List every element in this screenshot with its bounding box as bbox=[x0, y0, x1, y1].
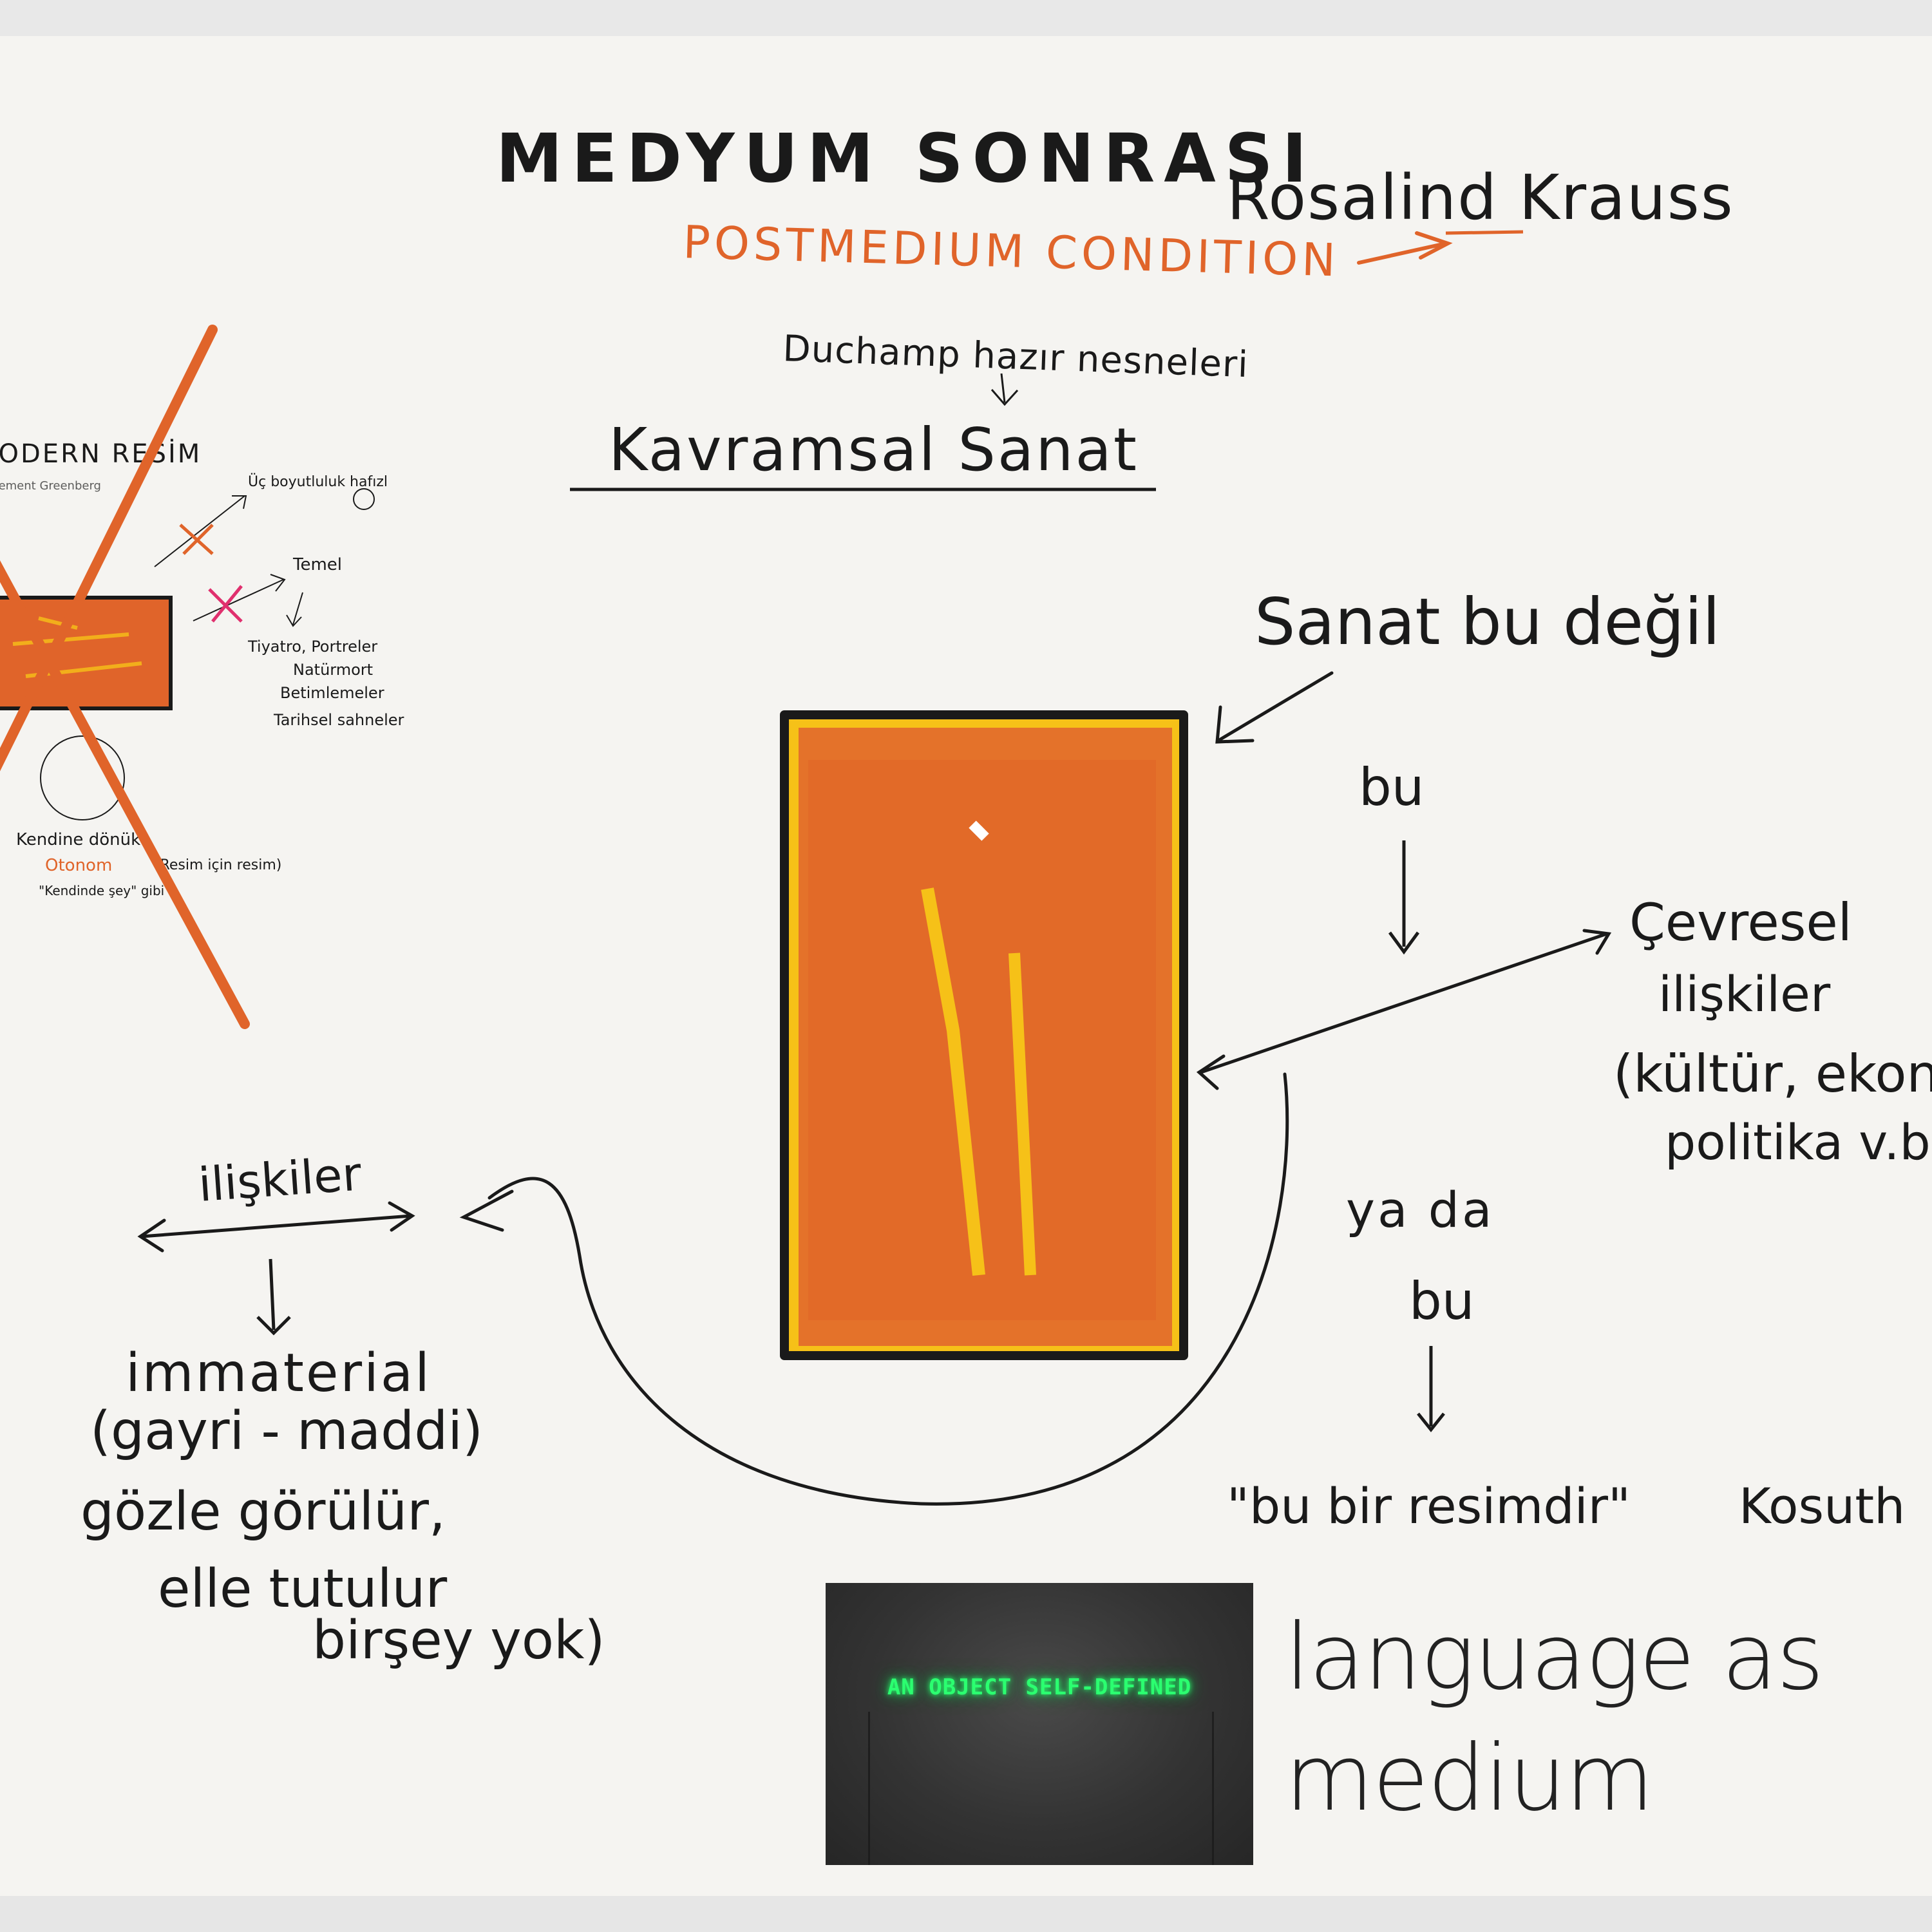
arrow-temel-down bbox=[286, 592, 303, 627]
iliskiler-label: ilişkiler bbox=[196, 1146, 363, 1211]
iliskiler-down-arrow bbox=[256, 1258, 291, 1336]
cevresel-line-1: ilişkiler bbox=[1658, 965, 1831, 1023]
immaterial-line-3: elle tutulur bbox=[158, 1558, 448, 1620]
title: MEDYUM SONRASI bbox=[496, 119, 1316, 198]
neon-wire-left bbox=[868, 1712, 870, 1865]
bu-arrow-2 bbox=[1417, 1346, 1445, 1433]
arrow-to-temel bbox=[193, 574, 286, 621]
ya-da-label: ya da bbox=[1346, 1181, 1495, 1238]
note-temel: Temel bbox=[292, 555, 342, 574]
iliskiler-double-arrow bbox=[137, 1201, 415, 1253]
cevresel-line-0: Çevresel bbox=[1629, 893, 1852, 952]
double-arrow-cevresel bbox=[1196, 929, 1612, 1090]
kosuth-name: Kosuth bbox=[1739, 1477, 1905, 1535]
list-item-1: Natürmort bbox=[293, 661, 373, 679]
bu-arrow-1 bbox=[1388, 840, 1420, 955]
subject-list: Tiyatro, Portreler Natürmort Betimlemele… bbox=[247, 638, 404, 729]
neon-wire-right bbox=[1212, 1712, 1214, 1865]
duchamp-arrow bbox=[990, 373, 1019, 406]
greenberg-label: Clement Greenberg bbox=[0, 479, 101, 493]
kendinde-sey-quote: "Kendinde şey" gibi bbox=[39, 883, 164, 898]
language-as-medium: language as medium bbox=[1285, 1597, 1824, 1839]
modern-resim-heading: MODERN RESİM bbox=[0, 438, 202, 469]
bottom-bar bbox=[0, 1896, 1932, 1932]
immaterial-line-1: (gayri - maddi) bbox=[90, 1401, 483, 1462]
bu-label-1: bu bbox=[1359, 757, 1424, 817]
kendine-donuk-circle bbox=[40, 735, 125, 820]
kosuth-quote: "bu bir resimdir" bbox=[1227, 1477, 1631, 1535]
arrow-to-painting bbox=[1215, 671, 1334, 744]
cevresel-iliskiler: Çevresel ilişkiler (kültür, ekonomi poli… bbox=[1613, 893, 1932, 1171]
immaterial-line-4: birşey yok) bbox=[312, 1610, 605, 1671]
big-cross-out bbox=[0, 325, 250, 1029]
otonom-note: (Resim için resim) bbox=[155, 857, 281, 873]
cevresel-line-3: politika v.b.) bbox=[1665, 1113, 1932, 1171]
x-mark-orange-small bbox=[179, 524, 214, 555]
curve-arrow bbox=[459, 1072, 1289, 1506]
orange-arrow bbox=[1357, 231, 1453, 265]
list-item-2: Betimlemeler bbox=[280, 684, 384, 702]
otonom-label: Otonom bbox=[45, 856, 112, 875]
author-underline bbox=[1445, 230, 1524, 235]
cevresel-line-2: (kültür, ekonomi bbox=[1613, 1044, 1932, 1104]
list-item-0: Tiyatro, Portreler bbox=[247, 638, 377, 656]
x-mark-pink bbox=[208, 585, 243, 623]
immaterial-line-2: gözle görülür, bbox=[80, 1481, 446, 1542]
duchamp-note: Duchamp hazır nesneleri bbox=[782, 328, 1249, 386]
immaterial-notes: immaterial (gayri - maddi) gözle görülür… bbox=[80, 1343, 605, 1671]
sanat-bu-degil: Sanat bu değil bbox=[1255, 584, 1720, 659]
immaterial-line-0: immaterial bbox=[126, 1343, 431, 1404]
kendine-donuk-caption: Kendine dönük bbox=[16, 830, 140, 849]
kosuth-neon-photo: AN OBJECT SELF-DEFINED bbox=[826, 1583, 1253, 1865]
central-painting bbox=[780, 710, 1188, 1360]
bu-label-2: bu bbox=[1409, 1271, 1474, 1331]
note-three-dimensional: Üç boyutluluk hafızl bbox=[248, 473, 388, 490]
neon-text: AN OBJECT SELF-DEFINED bbox=[887, 1674, 1192, 1700]
lam-line-0: language as bbox=[1285, 1604, 1824, 1710]
kavramsal-heading: Kavramsal Sanat bbox=[609, 415, 1139, 484]
arrow-to-note1 bbox=[154, 495, 247, 567]
eye-icon bbox=[353, 488, 375, 510]
list-item-3: Tarihsel sahneler bbox=[273, 711, 404, 729]
author: Rosalind Krauss bbox=[1227, 162, 1734, 234]
lam-line-1: medium bbox=[1285, 1725, 1654, 1832]
